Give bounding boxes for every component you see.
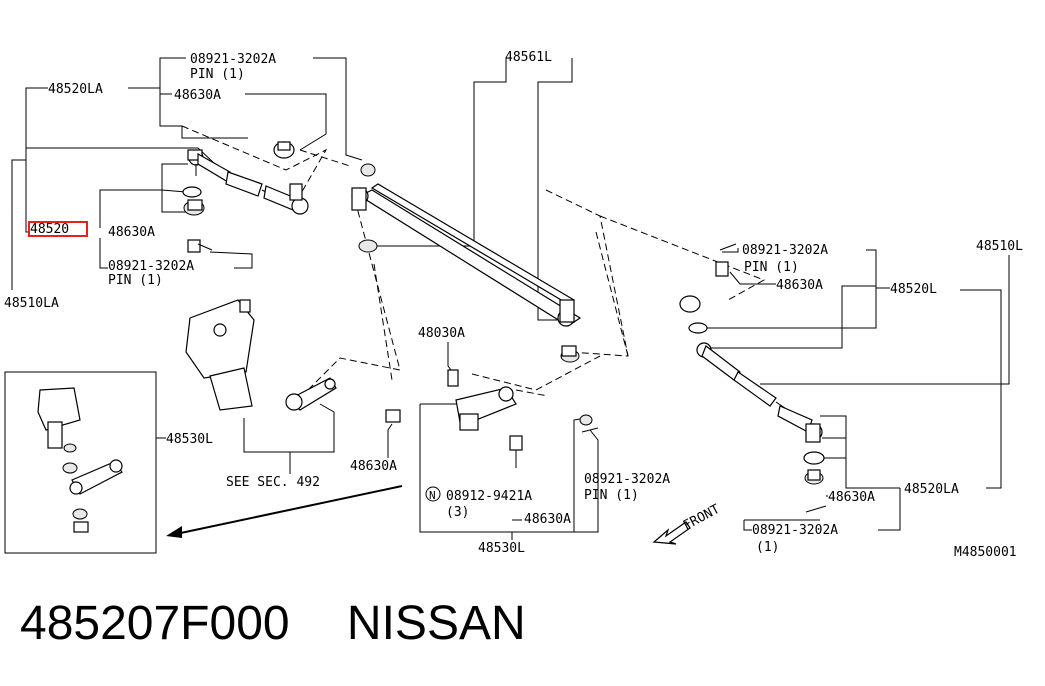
label-48030a: 48030A: [418, 326, 465, 341]
label-48630a-left: 48630A: [108, 225, 155, 240]
left-tie-rod: [182, 141, 309, 253]
steering-gear: [185, 299, 401, 423]
label-pin-qty-lower-right: (1): [756, 540, 779, 555]
footer-caption: 485207F000 NISSAN: [20, 596, 526, 666]
label-48520l-right: 48520L: [890, 282, 937, 297]
label-pin-qty-right: PIN (1): [744, 260, 799, 275]
label-pin-qty-top: PIN (1): [190, 67, 245, 82]
label-front: FRONT: [681, 502, 723, 534]
label-pin-code-top: 08921-3202A: [190, 52, 276, 67]
right-tie-rod: [679, 243, 827, 513]
label-48520la-left: 48520LA: [48, 82, 103, 97]
idler-arm: [447, 369, 599, 451]
direction-arrow: [166, 485, 403, 538]
label-nut-qty: (3): [446, 505, 469, 520]
label-48520la-right: 48520LA: [904, 482, 959, 497]
label-48510l: 48510L: [976, 239, 1023, 254]
callout-labels: 08921-3202A PIN (1) 48520LA 48630A 48561…: [4, 50, 1023, 560]
label-48630a-right: 48630A: [776, 278, 823, 293]
label-nut-code: 08912-9421A: [446, 489, 532, 504]
label-see-sec: SEE SEC. 492: [226, 475, 320, 490]
center-drag-link: [351, 163, 582, 363]
label-48520-highlight: 48520: [30, 222, 69, 237]
footer-part-number: 485207F000: [20, 597, 290, 650]
highlight-box: [28, 221, 88, 237]
label-48561l: 48561L: [505, 50, 552, 65]
label-pin-code-left: 08921-3202A: [108, 259, 194, 274]
label-pin-qty-left: PIN (1): [108, 273, 163, 288]
label-48630a-top: 48630A: [174, 88, 221, 103]
dashed-assembly-lines: [181, 125, 766, 399]
leader-lines: [11, 57, 1010, 540]
inset-detail: [4, 371, 157, 554]
footer-brand: NISSAN: [346, 597, 526, 650]
label-48630a-bottom: 48630A: [524, 512, 571, 527]
label-48530l-box: 48530L: [166, 432, 213, 447]
label-48530l-bottom: 48530L: [478, 541, 525, 556]
label-pin-code-center: 08921-3202A: [584, 472, 670, 487]
label-48510la: 48510LA: [4, 296, 59, 311]
label-pin-qty-center: PIN (1): [584, 488, 639, 503]
front-arrow: [652, 521, 691, 545]
label-diagram-code: M4850001: [954, 545, 1017, 560]
label-nut-circle: N: [429, 489, 436, 502]
label-pin-code-lower-right: 08921-3202A: [752, 523, 838, 538]
label-pin-code-right: 08921-3202A: [742, 243, 828, 258]
label-48630a-mid: 48630A: [350, 459, 397, 474]
label-48630a-lower-right: 48630A: [828, 490, 875, 505]
